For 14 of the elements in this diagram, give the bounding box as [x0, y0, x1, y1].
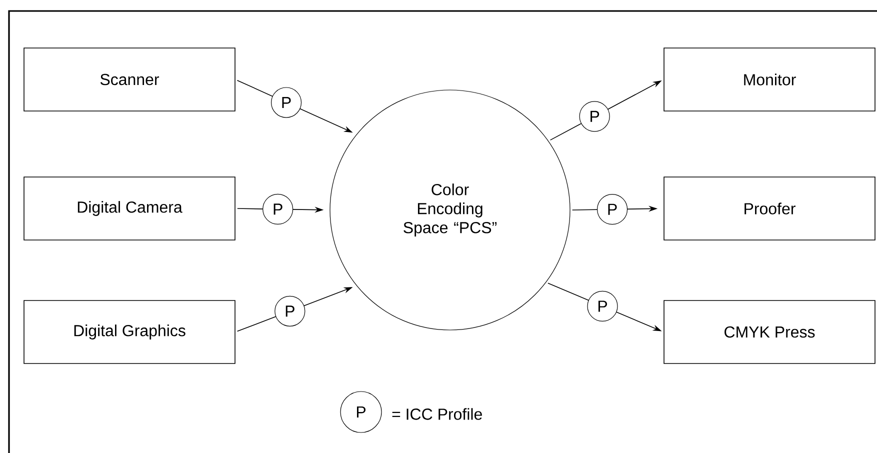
edge-label: P	[579, 101, 610, 132]
edge-label: P	[597, 194, 628, 225]
edge-label: P	[262, 194, 294, 224]
device-box: Proofer	[664, 176, 876, 240]
device-box: Digital Camera	[24, 176, 236, 240]
device-box: Scanner	[24, 48, 236, 112]
edge-label: P	[587, 290, 618, 322]
device-box: Digital Graphics	[24, 300, 236, 364]
edge-label: P	[274, 296, 306, 326]
circle-node: Color Encoding Space “PCS”	[330, 90, 570, 330]
edge-label: P	[270, 87, 302, 118]
device-box: CMYK Press	[664, 300, 876, 364]
device-box: Monitor	[664, 48, 876, 112]
legend-text: = ICC Profile	[392, 408, 482, 420]
